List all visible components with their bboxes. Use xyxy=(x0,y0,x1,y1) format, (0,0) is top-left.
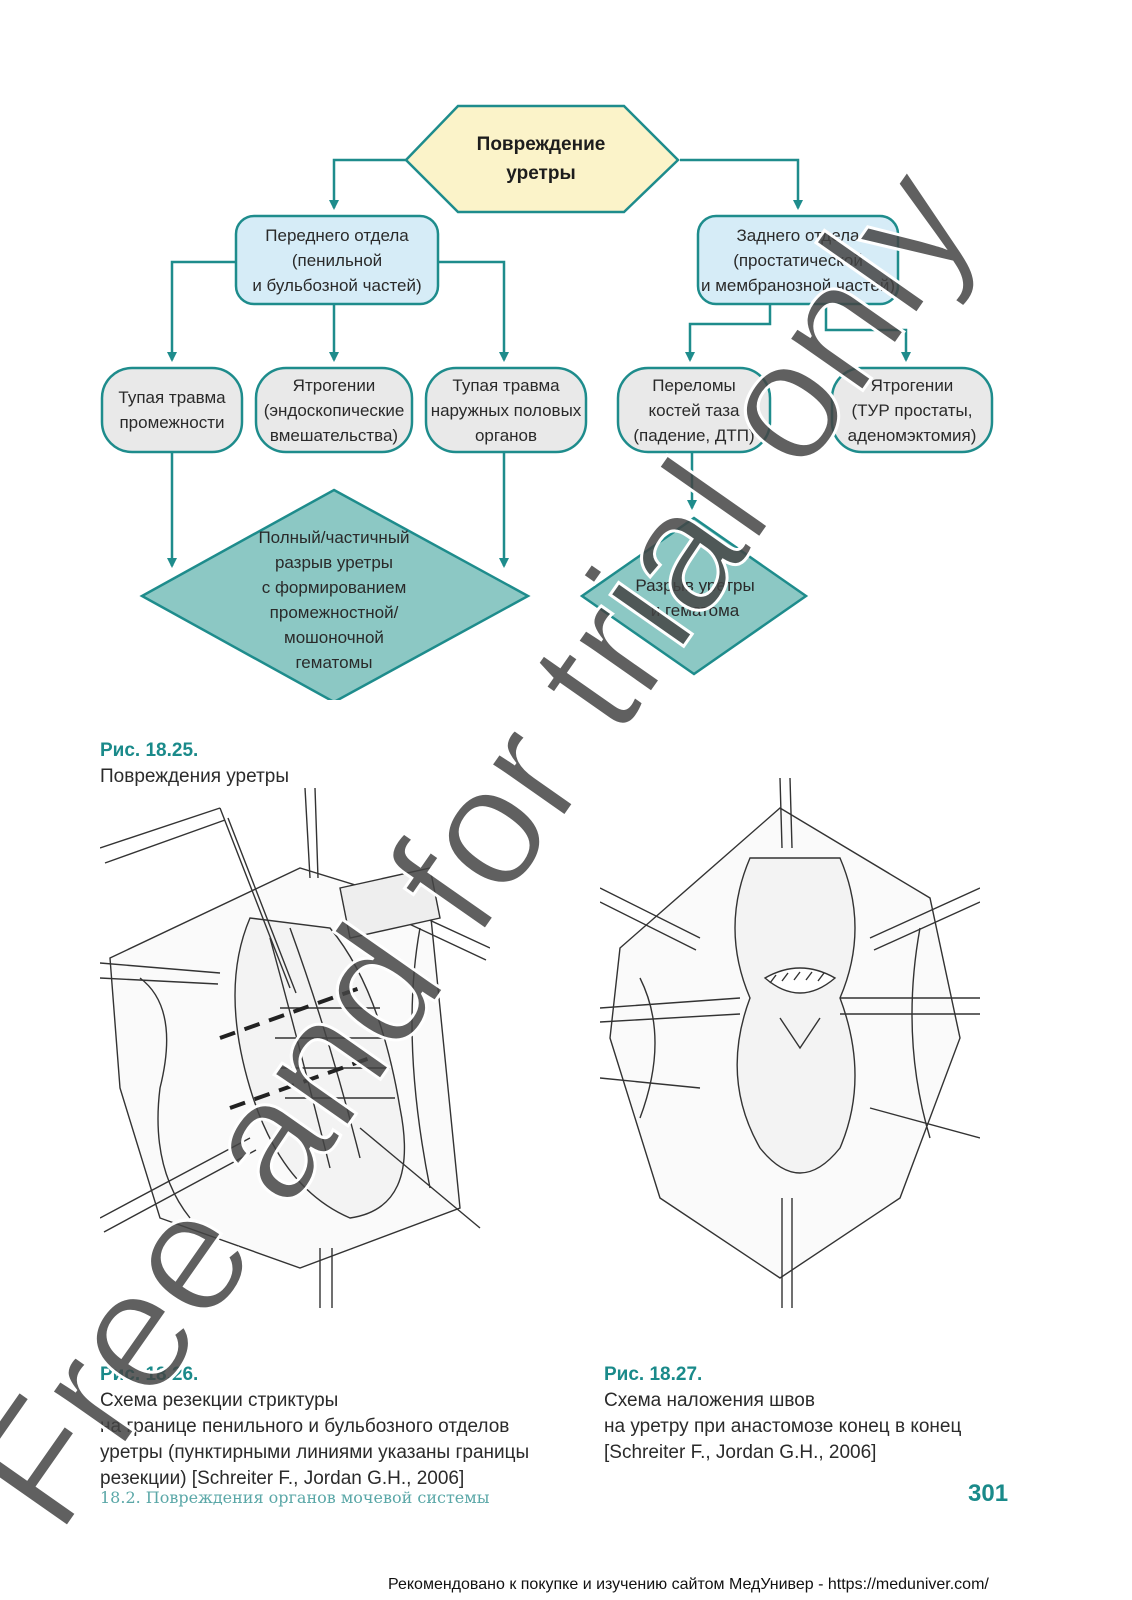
surgical-illustration-resection xyxy=(100,788,490,1308)
anterior-node-text: Переднего отдела (пенильной и бульбозной… xyxy=(252,225,422,295)
figure-label: Рис. 18.25. xyxy=(100,740,199,761)
surgical-illustration-anastomosis xyxy=(600,778,980,1308)
cause-box-4 xyxy=(616,366,772,454)
recommendation-banner: Рекомендовано к покупке и изучению сайто… xyxy=(388,1576,989,1593)
figure-label: Рис. 18.26. xyxy=(100,1364,199,1385)
figure-label: Рис. 18.27. xyxy=(604,1364,703,1385)
cause-box-5 xyxy=(830,366,994,454)
anterior-box xyxy=(234,214,440,306)
page-number: 301 xyxy=(968,1480,1009,1507)
figure-caption-text: Повреждения уретры xyxy=(100,766,289,787)
anterior-result-diamond xyxy=(139,488,531,700)
cause-box-3 xyxy=(424,366,588,454)
blunt-external-text: Тупая травма наружных половых органов xyxy=(430,375,582,445)
blunt-perineum-text: Тупая травма промежности xyxy=(118,388,226,432)
root-hexagon xyxy=(404,104,680,214)
figure-caption-text: Схема резекции стриктуры на границе пени… xyxy=(100,1390,530,1489)
posterior-result-text: Разрыв уретры и гематома xyxy=(635,576,755,620)
root-node-text: Повреждение уретры xyxy=(476,134,606,184)
anterior-result-text: Полный/частичный разрыв уретры с формиро… xyxy=(258,528,410,672)
iatrogenic-anterior-text: Ятрогении (эндоскопические вмешательства… xyxy=(263,375,405,445)
figure-caption-18-27: Рис. 18.27. Схема наложения швов на урет… xyxy=(604,1336,961,1466)
cause-box-2 xyxy=(254,366,414,454)
figure-caption-text: Схема наложения швов на уретру при анаст… xyxy=(604,1390,962,1463)
running-footer-section: 18.2. Повреждения органов мочевой систем… xyxy=(100,1488,490,1507)
pelvic-fractures-text: Переломы костей таза (падение, ДТП) xyxy=(633,375,755,445)
posterior-node-text: Заднего отдела (простатической и мембран… xyxy=(700,225,896,295)
figure-caption-18-26: Рис. 18.26. Схема резекции стриктуры на … xyxy=(100,1336,529,1492)
figure-caption-18-25: Рис. 18.25. Повреждения уретры xyxy=(100,712,289,790)
posterior-result-diamond xyxy=(579,516,809,676)
cause-box-1 xyxy=(100,366,244,454)
posterior-box xyxy=(696,214,900,306)
flowchart-diagram xyxy=(100,104,994,700)
iatrogenic-posterior-text: Ятрогении (ТУР простаты, аденомэктомия) xyxy=(847,375,977,445)
